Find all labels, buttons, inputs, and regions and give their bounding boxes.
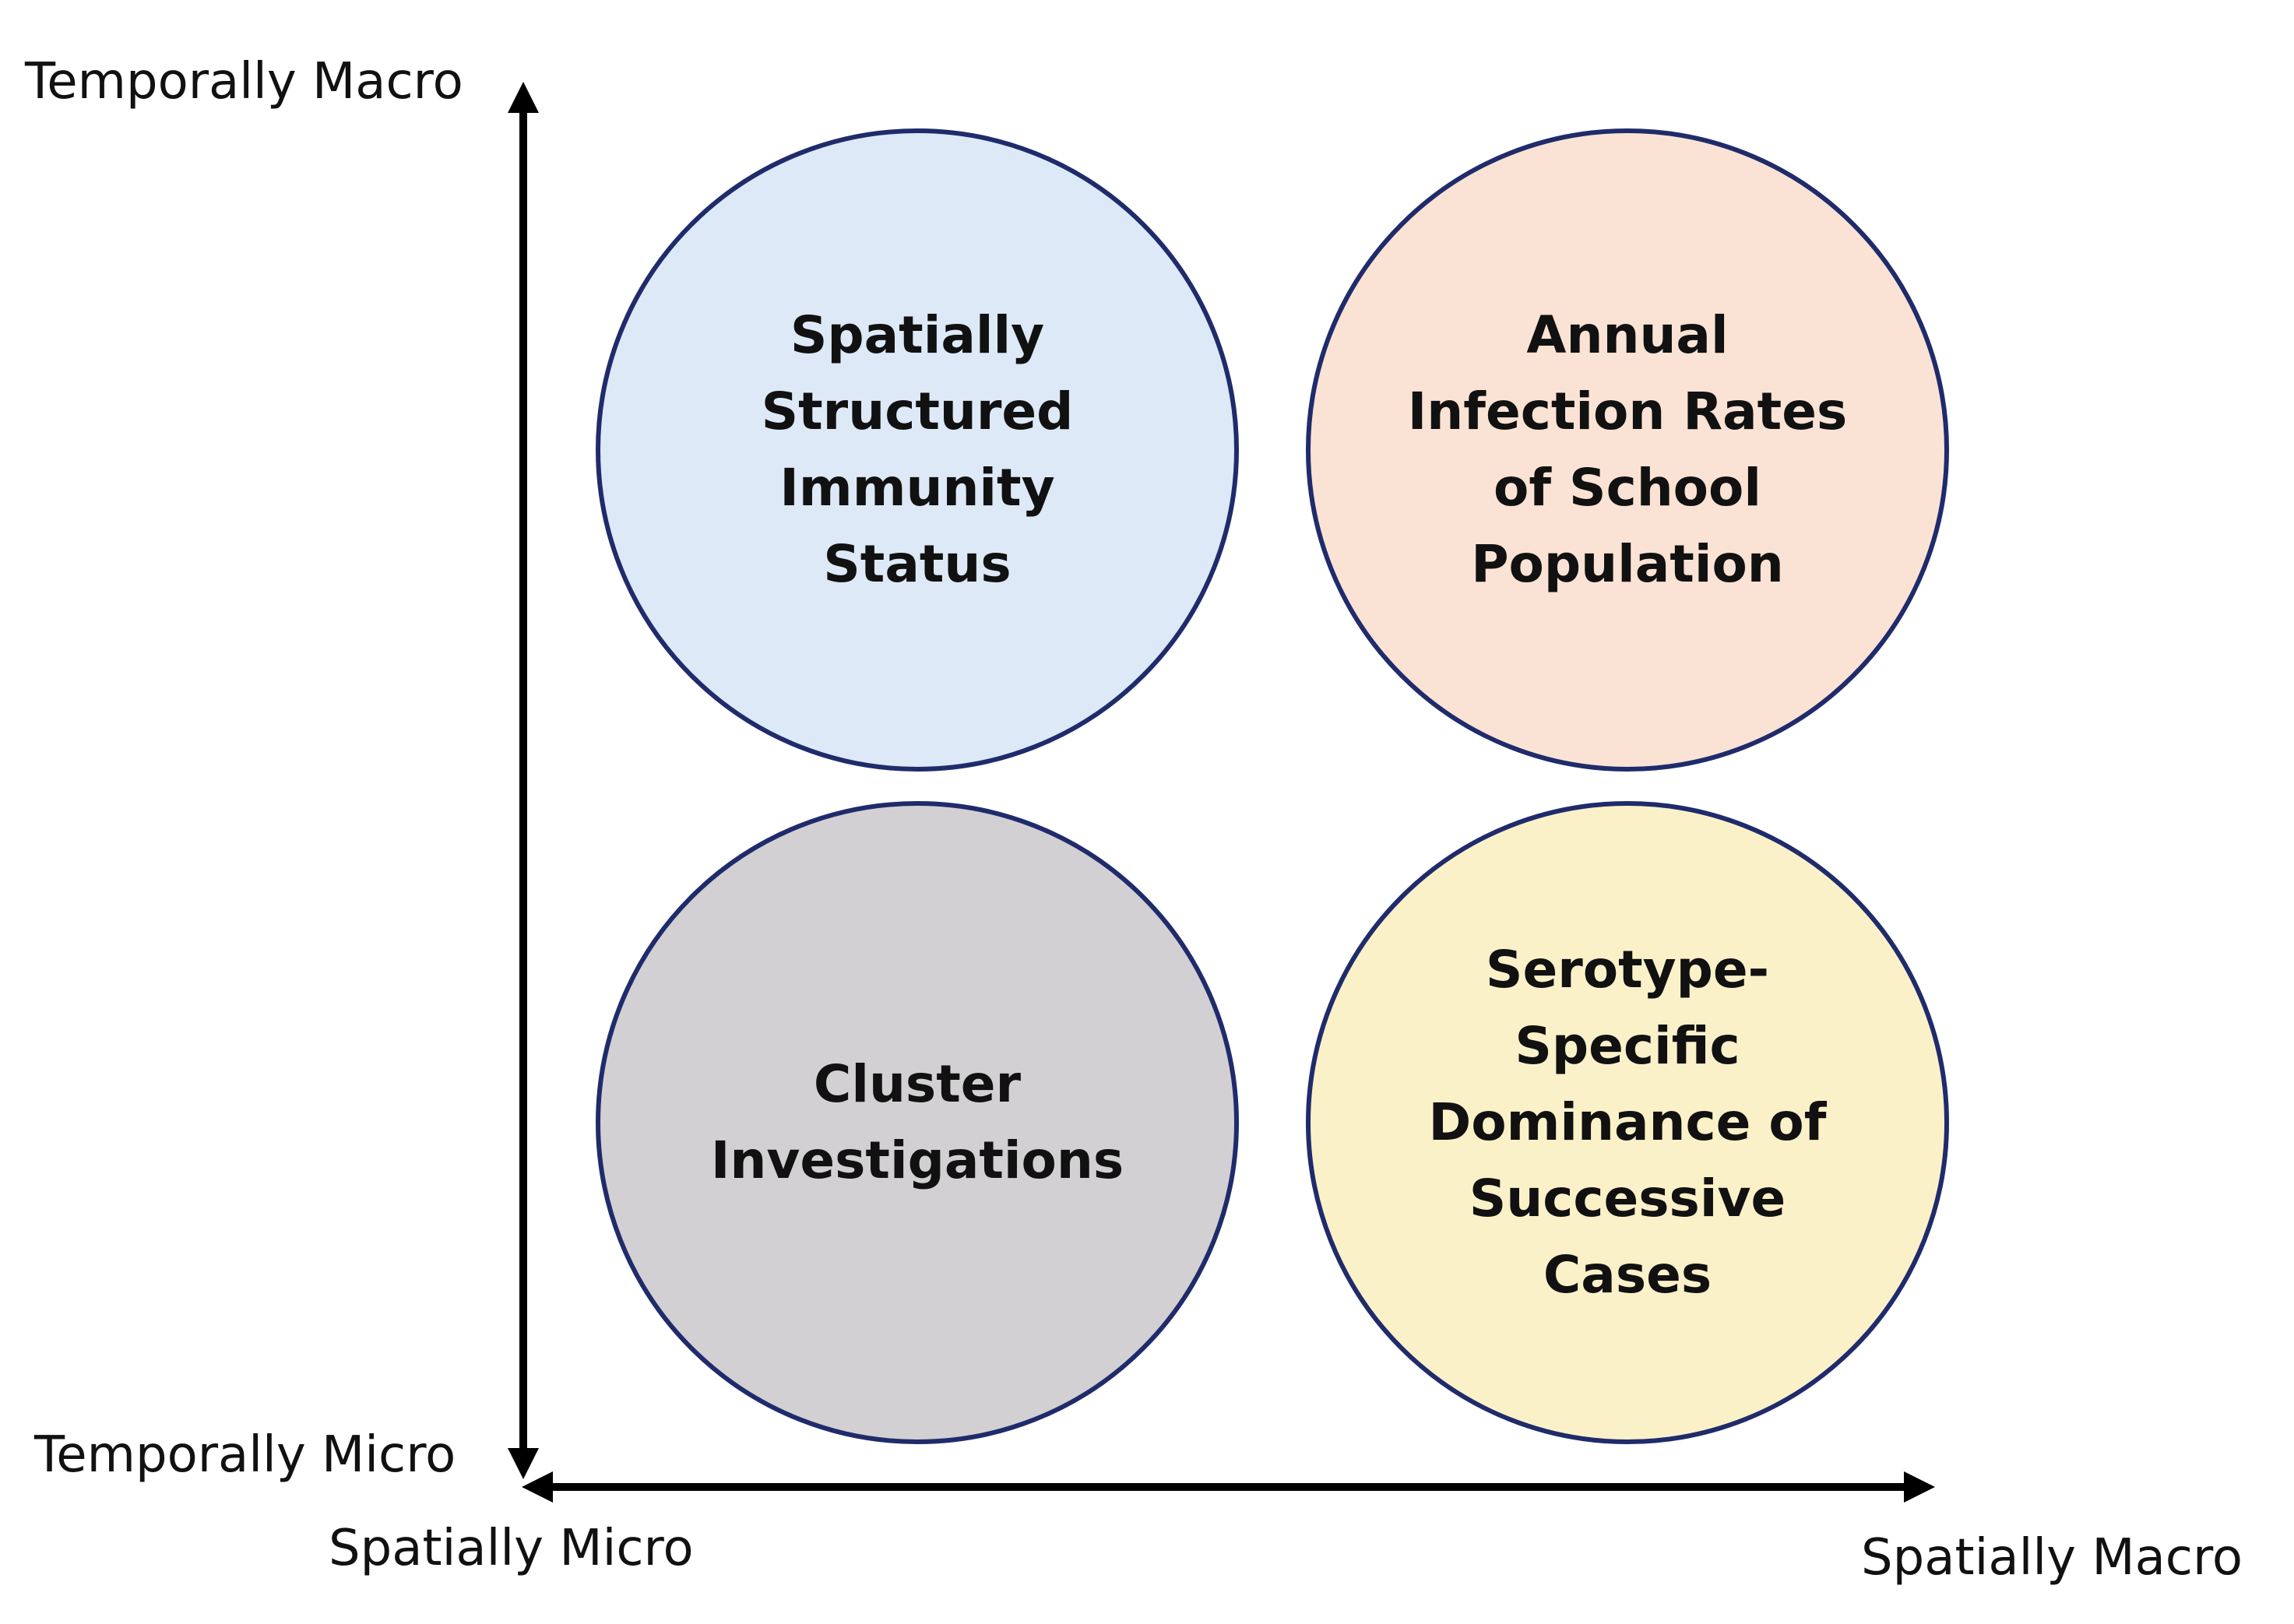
- quadrant-bottom-right-circle: [1306, 801, 1949, 1444]
- quadrant-bottom-right-line: Dominance of: [1429, 1092, 1828, 1152]
- spatially-micro-label: Spatially Micro: [329, 1520, 694, 1577]
- spatially-macro-label: Spatially Macro: [1861, 1529, 2243, 1587]
- quadrant-bottom-right-line: Serotype-: [1486, 940, 1769, 1000]
- quadrant-bottom-right-line: Successive: [1469, 1169, 1786, 1229]
- quadrant-top-right-line: Infection Rates: [1408, 381, 1848, 441]
- quadrant-top-left-line: Status: [823, 534, 1011, 594]
- quadrant-bottom-left-line: Investigations: [711, 1130, 1124, 1190]
- quadrant-bottom-right-line: Cases: [1543, 1245, 1712, 1305]
- quadrant-bottom-right-line: Specific: [1515, 1016, 1740, 1076]
- temporally-macro-label: Temporally Macro: [24, 53, 463, 111]
- quadrant-top-left-line: Structured: [762, 381, 1074, 441]
- quadrant-top-left-line: Immunity: [779, 458, 1054, 518]
- quadrant-bottom-left-line: Cluster: [814, 1054, 1022, 1114]
- quadrant-top-left-circle: [596, 128, 1239, 772]
- quadrant-top-left-line: Spatially: [790, 305, 1044, 365]
- quadrant-top-right-line: Population: [1471, 534, 1784, 594]
- temporally-micro-label: Temporally Micro: [33, 1426, 456, 1484]
- quadrant-top-right-line: Annual: [1526, 305, 1728, 365]
- quadrant-top-right-circle: [1306, 128, 1949, 772]
- quadrant-bottom-left-circle: [596, 801, 1239, 1444]
- quadrant-top-right-line: of School: [1494, 458, 1761, 518]
